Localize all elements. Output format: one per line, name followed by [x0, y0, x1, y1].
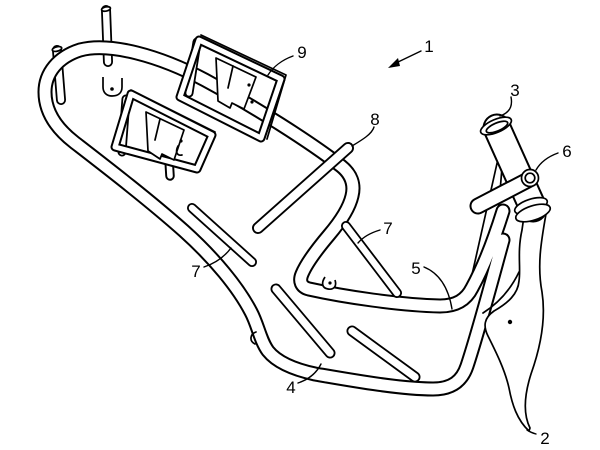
svg-text:1: 1 — [424, 37, 433, 56]
ref-leader-2 — [526, 429, 537, 435]
svg-text:6: 6 — [562, 142, 571, 161]
ref-label-5: 5 — [411, 259, 453, 310]
hanger-bracket — [102, 77, 123, 97]
main-frame-tube — [37, 40, 511, 397]
head-tube-flange-lower — [514, 203, 552, 223]
ref-leader-6 — [535, 152, 559, 171]
ref-label-7-right: 7 — [357, 219, 393, 244]
svg-text:2: 2 — [540, 429, 549, 448]
svg-text:4: 4 — [286, 378, 295, 397]
cross-brace-7-left — [187, 203, 257, 267]
ref-leader-9 — [267, 55, 294, 76]
seat-rack-upper — [175, 34, 287, 143]
ref-label-9: 9 — [267, 43, 307, 76]
ref-leader-3 — [499, 96, 513, 117]
svg-text:7: 7 — [383, 219, 392, 238]
cross-tube-6 — [469, 168, 540, 215]
ref-label-7-left: 7 — [191, 247, 232, 281]
ref-label-4: 4 — [286, 363, 322, 397]
ref-leader-7-left — [203, 247, 232, 268]
floor-brace-left — [270, 283, 336, 359]
reference-labels: 1 2 3 4 5 6 7 7 — [191, 37, 571, 448]
frame-drawing — [37, 5, 552, 432]
seat-rack-lower — [110, 89, 217, 181]
loop-tab — [250, 331, 257, 345]
floor-brace-right — [346, 325, 421, 383]
svg-text:9: 9 — [297, 43, 306, 62]
svg-text:7: 7 — [191, 262, 200, 281]
ref-arrowhead-1 — [388, 58, 400, 68]
ref-label-3: 3 — [499, 81, 520, 117]
floor-tab — [321, 276, 337, 290]
ref-label-8: 8 — [351, 110, 380, 147]
ref-leader-7-right — [357, 229, 381, 244]
ref-leader-8 — [351, 126, 375, 147]
ref-label-2: 2 — [526, 429, 550, 448]
svg-text:8: 8 — [370, 110, 379, 129]
gusset-plate — [482, 213, 547, 432]
ref-label-1: 1 — [388, 37, 434, 68]
cross-brace-7-right — [341, 221, 402, 298]
ref-label-6: 6 — [535, 142, 572, 171]
svg-text:5: 5 — [411, 259, 420, 278]
ref-leader-4 — [297, 363, 322, 384]
diagonal-tube-8 — [252, 142, 354, 234]
ref-leader-1 — [395, 50, 422, 64]
ref-leader-5 — [423, 266, 453, 310]
svg-text:3: 3 — [510, 81, 519, 100]
head-tube — [479, 113, 552, 223]
